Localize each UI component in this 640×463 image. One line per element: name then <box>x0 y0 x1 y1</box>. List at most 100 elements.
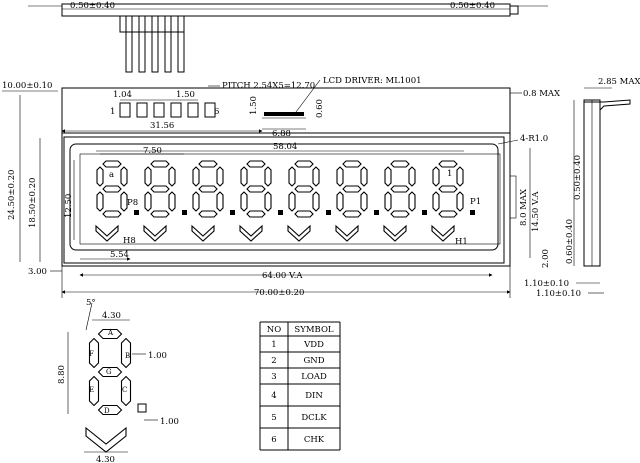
segment-g <box>438 185 458 193</box>
segment-a <box>390 160 410 168</box>
segment-e <box>144 191 152 212</box>
segment-a <box>97 328 123 340</box>
segment-c <box>456 191 464 212</box>
dim-driver-w: 6.88 <box>272 129 291 139</box>
module-front-view: 4-R1.0 31.56 0.8 MAX 7.50 58.04 10.00±0.… <box>2 81 561 298</box>
dim-pin-body-h: 1.50 <box>249 96 259 115</box>
table-cell: CHK <box>304 435 325 445</box>
detail-seg-w: 1.00 <box>148 351 167 361</box>
segment-g <box>246 185 266 193</box>
dim-300: 3.00 <box>28 267 47 277</box>
pin-first-label: 1 <box>110 107 115 117</box>
decimal-point <box>422 210 427 215</box>
lcd-digit <box>240 160 272 218</box>
pin-last-label: 6 <box>214 107 219 117</box>
dim-08-max: 0.8 MAX <box>523 89 561 99</box>
seven-segment-digits <box>95 160 475 242</box>
dim-height-1850: 18.50±0.20 <box>28 178 38 228</box>
dim-110-a: 1.10±0.10 <box>524 279 569 289</box>
segment-f <box>336 166 344 187</box>
dim-width-7000: 70.00±0.20 <box>254 288 304 298</box>
chevron-icon <box>431 224 455 242</box>
segment-d <box>342 210 362 218</box>
segment-f <box>384 166 392 187</box>
right-side-view: 2.85 MAX 0.50±0.40 0.60±0.40 1.10±0.10 1… <box>524 77 640 299</box>
table-cell: NO <box>267 325 281 335</box>
decimal-point <box>374 210 379 215</box>
decimal-point <box>326 210 331 215</box>
decimal-point <box>230 210 235 215</box>
detail-height: 8.80 <box>57 365 67 384</box>
chevron-icon <box>191 224 215 242</box>
dim-285-max: 2.85 MAX <box>598 77 640 87</box>
pin-leads <box>125 15 185 73</box>
table-cell: 3 <box>271 372 276 382</box>
detail-dp-w: 1.00 <box>160 417 179 427</box>
segment-label-e: E <box>89 386 94 394</box>
detail-width-bottom: 4.30 <box>96 455 115 463</box>
segment-e <box>384 191 392 212</box>
segment-e <box>288 191 296 212</box>
segment-c <box>168 191 176 212</box>
segment-b <box>456 166 464 187</box>
table-cell: 2 <box>271 356 276 366</box>
segment-g <box>150 185 170 193</box>
segment-a <box>198 160 218 168</box>
segment-b <box>408 166 416 187</box>
segment-d <box>198 210 218 218</box>
top-side-view: 0.50±0.40 0.50±0.40 <box>28 1 548 73</box>
segment-b <box>120 337 132 369</box>
dim-corner-radius: 4-R1.0 <box>520 134 548 144</box>
segment-c <box>120 191 128 212</box>
segment-e <box>88 375 100 407</box>
decimal-point <box>182 210 187 215</box>
table-cell: 1 <box>271 340 276 350</box>
table-cell: DCLK <box>301 413 327 423</box>
detail-seven-segment <box>88 328 132 416</box>
dim-110-b: 1.10±0.10 <box>536 289 581 299</box>
segment-g <box>390 185 410 193</box>
segment-a <box>438 160 458 168</box>
segment-f <box>88 337 100 369</box>
dim-height-total: 10.00±0.10 <box>2 81 52 91</box>
segment-g <box>342 185 362 193</box>
table-cell: DIN <box>305 391 323 401</box>
segment-b <box>120 166 128 187</box>
segment-c <box>120 375 132 407</box>
segment-b <box>168 166 176 187</box>
segment-f <box>288 166 296 187</box>
segment-g <box>294 185 314 193</box>
segment-label-b: B <box>125 352 130 360</box>
segment-d <box>150 210 170 218</box>
dim-pin-width: 1.04 <box>113 90 132 100</box>
dim-pin-gap: 1.50 <box>176 90 195 100</box>
table-cell: 4 <box>271 391 276 401</box>
segment-a <box>246 160 266 168</box>
segment-g <box>97 366 123 378</box>
segment-f <box>144 166 152 187</box>
table-cell: VDD <box>303 340 324 350</box>
lcd-label-a: a <box>109 170 114 180</box>
segment-e <box>432 191 440 212</box>
segment-d <box>97 404 123 416</box>
detail-chevron-icon <box>85 426 127 453</box>
decimal-point <box>134 210 139 215</box>
segment-f <box>192 166 200 187</box>
dim-top-right: 0.50±0.40 <box>450 1 495 11</box>
table-cell: SYMBOL <box>294 325 334 335</box>
table-row: 4 DIN <box>271 391 323 401</box>
segment-c <box>312 191 320 212</box>
segment-label-d: D <box>104 407 110 415</box>
segment-label-g: G <box>106 368 112 376</box>
driver-chip: LCD DRIVER: ML1001 1.50 0.60 6.88 <box>249 76 422 139</box>
chevron-icon <box>143 224 167 242</box>
segment-d <box>294 210 314 218</box>
segment-d <box>390 210 410 218</box>
table-row: 1 VDD <box>271 340 324 350</box>
segment-d <box>246 210 266 218</box>
dim-va-1450: 14.50 V.A <box>531 191 541 232</box>
